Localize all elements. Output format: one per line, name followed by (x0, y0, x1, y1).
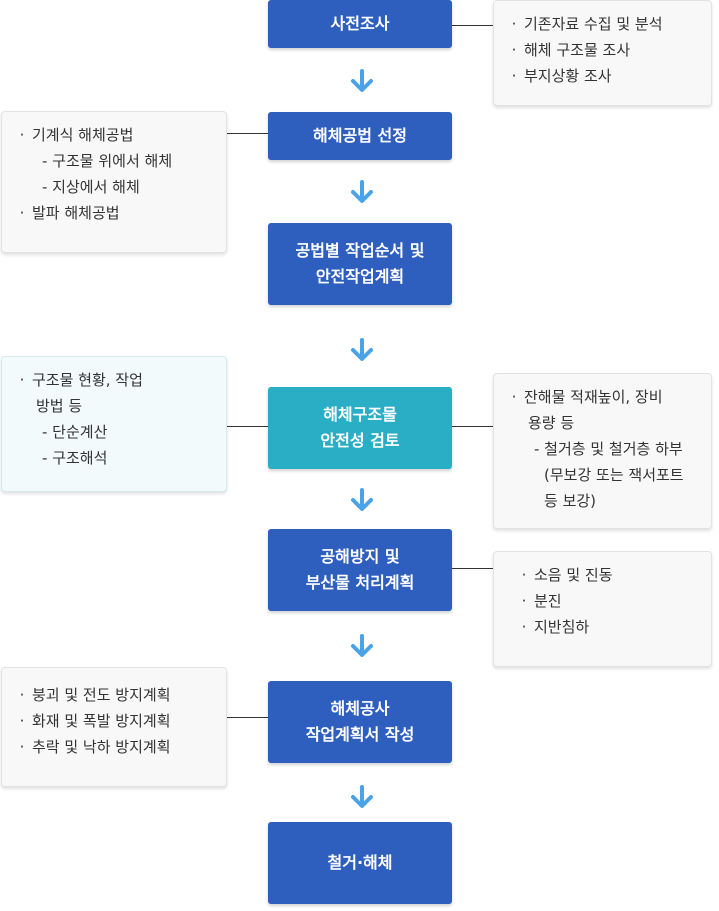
note-safety-review-left: 구조물 현황, 작업 방법 등 - 단순계산 - 구조해석 (1, 356, 227, 492)
note-item: 해체 구조물 조사 (504, 37, 703, 63)
down-arrow-icon (351, 785, 373, 808)
note-item-continued: 용량 등 (528, 414, 575, 432)
down-arrow-icon (351, 338, 373, 361)
step-safety-review: 해체구조물 안전성 검토 (268, 387, 452, 469)
step-plan-document: 해체공사 작업계획서 작성 (268, 681, 452, 763)
note-plan-document: 붕괴 및 전도 방지계획 화재 및 폭발 방지계획 추락 및 낙하 방지계획 (1, 667, 227, 787)
note-sub-item-continued: (무보강 또는 잭서포트 (544, 466, 684, 484)
note-sub-item: - 구조물 위에서 해체 (42, 152, 173, 170)
step-label: 철거·해체 (327, 853, 393, 872)
connector-line (227, 426, 268, 427)
connector-line (452, 426, 493, 427)
note-pre-survey: 기존자료 수집 및 분석 해체 구조물 조사 부지상황 조사 (493, 0, 712, 106)
note-item: 지반침하 (514, 614, 703, 640)
down-arrow-icon (351, 488, 373, 511)
note-sub-item: - 지상에서 해체 (42, 178, 140, 196)
connector-line (227, 133, 268, 134)
note-item: 기계식 해체공법 (12, 122, 218, 148)
connector-line (452, 568, 493, 569)
note-item: 발파 해체공법 (12, 200, 218, 226)
note-pollution-plan: 소음 및 진동 분진 지반침하 (493, 551, 712, 667)
step-label: 해체공사 (330, 699, 390, 718)
connector-line (227, 717, 268, 718)
note-item: 추락 및 낙하 방지계획 (12, 734, 218, 760)
connector-line (452, 25, 493, 26)
note-item: 부지상황 조사 (504, 63, 703, 89)
note-sub-item: - 단순계산 (42, 423, 108, 441)
step-work-plan: 공법별 작업순서 및 안전작업계획 (268, 223, 452, 305)
note-sub-item: - 철거층 및 철거층 하부 (534, 440, 683, 458)
note-item: 분진 (514, 588, 703, 614)
step-label: 안전작업계획 (315, 267, 405, 286)
note-sub-item-continued: 등 보강) (544, 492, 597, 510)
note-sub-item: - 구조해석 (42, 449, 108, 467)
step-demolition: 철거·해체 (268, 822, 452, 904)
step-pollution-plan: 공해방지 및 부산물 처리계획 (268, 529, 452, 611)
step-label: 공법별 작업순서 및 (295, 241, 425, 260)
step-label: 해체구조물 (323, 405, 397, 424)
step-label: 사전조사 (330, 14, 390, 33)
note-item: 붕괴 및 전도 방지계획 (12, 682, 218, 708)
step-label: 해체공법 선정 (313, 126, 407, 145)
step-pre-survey: 사전조사 (268, 0, 452, 48)
step-label: 안전성 검토 (320, 431, 400, 450)
step-label: 공해방지 및 (320, 547, 400, 566)
note-item: 잔해물 적재높이, 장비 (504, 384, 703, 410)
note-item: 화재 및 폭발 방지계획 (12, 708, 218, 734)
note-item: 구조물 현황, 작업 (12, 367, 218, 393)
down-arrow-icon (351, 634, 373, 657)
note-item: 기존자료 수집 및 분석 (504, 11, 703, 37)
note-item-continued: 방법 등 (36, 397, 83, 415)
down-arrow-icon (351, 180, 373, 203)
note-method-selection: 기계식 해체공법 - 구조물 위에서 해체 - 지상에서 해체 발파 해체공법 (1, 111, 227, 253)
step-label: 부산물 처리계획 (305, 573, 415, 592)
down-arrow-icon (351, 69, 373, 92)
step-label: 작업계획서 작성 (305, 725, 415, 744)
note-safety-review-right: 잔해물 적재높이, 장비 용량 등 - 철거층 및 철거층 하부 (무보강 또는… (493, 373, 712, 529)
note-item: 소음 및 진동 (514, 562, 703, 588)
step-method-selection: 해체공법 선정 (268, 112, 452, 160)
